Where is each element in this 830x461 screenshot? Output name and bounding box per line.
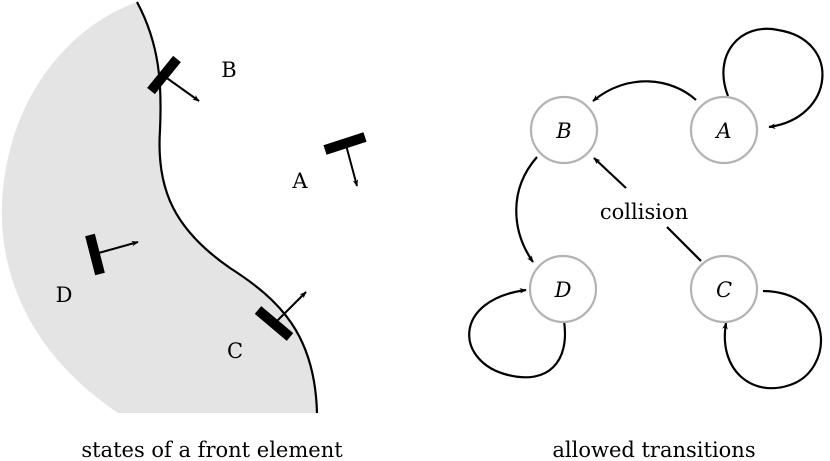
edge-a-to-a xyxy=(722,27,824,129)
edge-b-to-d xyxy=(515,156,538,263)
state-node-c-circle xyxy=(689,254,759,324)
element-b-normal-arrow xyxy=(163,75,200,102)
edge-d-to-d xyxy=(468,288,567,379)
state-node-d-label: D xyxy=(554,278,572,302)
edge-c-to-c xyxy=(722,289,822,390)
collision-edge-label: collision xyxy=(600,200,688,224)
element-d-label: D xyxy=(56,283,73,307)
right-panel-caption: allowed transitions xyxy=(552,438,755,461)
state-node-c-label: C xyxy=(716,278,732,302)
element-d-bar xyxy=(85,233,105,276)
front-element-a xyxy=(323,132,367,187)
state-node-d: D xyxy=(528,254,598,324)
front-curve xyxy=(136,1,319,414)
element-b-bar xyxy=(147,55,181,95)
state-node-a-label: A xyxy=(714,119,731,143)
left-panel: A B C D states of a front element xyxy=(1,1,367,461)
state-node-a: A xyxy=(689,95,759,165)
element-a-bar xyxy=(323,132,367,155)
state-node-c: C xyxy=(689,254,759,324)
state-node-b-circle xyxy=(529,95,599,165)
state-node-d-circle xyxy=(528,254,598,324)
element-a-normal-arrow xyxy=(345,144,359,187)
front-element-d xyxy=(85,233,139,276)
shaded-region xyxy=(1,2,317,413)
left-panel-caption: states of a front element xyxy=(81,438,343,461)
state-node-a-circle xyxy=(689,95,759,165)
edge-a-to-b xyxy=(592,80,697,102)
front-element-b xyxy=(147,55,200,102)
element-c-normal-arrow xyxy=(273,291,307,325)
front-element-c xyxy=(254,291,307,341)
edge-c-to-b xyxy=(666,226,702,262)
element-a-label: A xyxy=(291,169,308,193)
edge-c-to-b-arrow-segment xyxy=(593,157,627,189)
right-panel: collision B A D C allowed transitions xyxy=(468,27,824,461)
element-d-normal-arrow xyxy=(94,240,139,255)
element-b-label: B xyxy=(221,58,236,82)
state-node-b: B xyxy=(529,95,599,165)
state-node-b-label: B xyxy=(555,119,571,143)
element-c-label: C xyxy=(227,339,243,363)
